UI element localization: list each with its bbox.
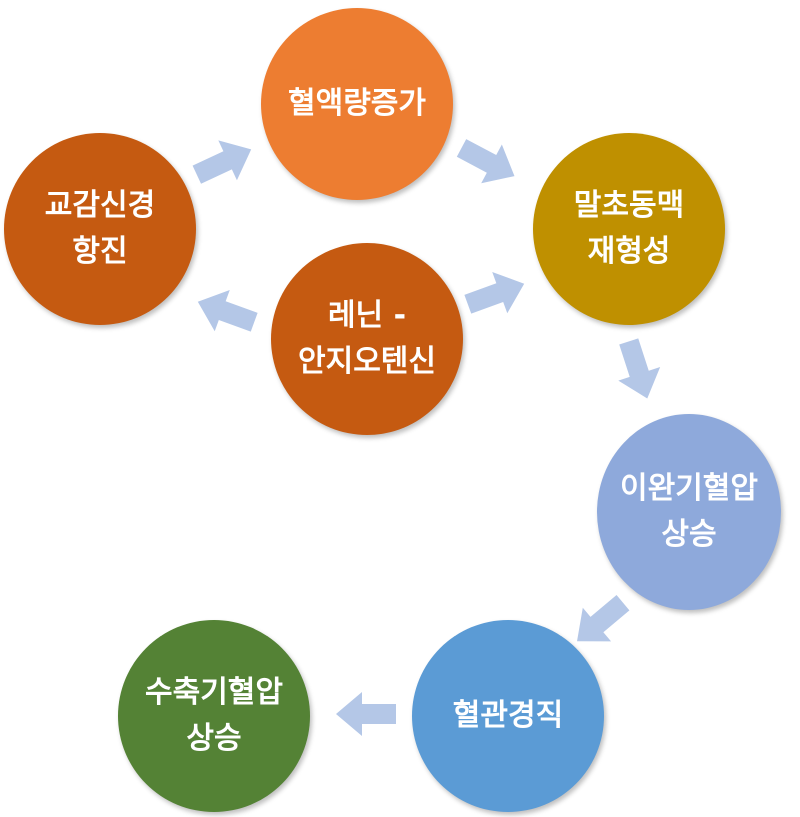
node-sympathetic: 교감신경 항진	[4, 133, 196, 325]
arrow-vasoconstriction-to-systolic	[336, 692, 396, 736]
node-label: 교감신경	[44, 188, 156, 223]
node-label: 항진	[72, 234, 128, 269]
node-renin: 레닌 - 안지오텐신	[271, 243, 463, 435]
node-systolic-bp: 수축기혈압 상승	[118, 620, 310, 812]
node-label: 상승	[186, 721, 242, 756]
arrow-renin-to-sympathetic	[190, 281, 261, 343]
node-vasoconstriction: 혈관경직	[412, 620, 604, 812]
node-label: 혈액량증가	[288, 86, 426, 121]
arrow-shape	[464, 271, 525, 314]
arrow-shape	[456, 139, 515, 184]
node-label: 안지오텐신	[298, 344, 436, 379]
node-diastolic-bp: 이완기혈압 상승	[597, 414, 781, 610]
arrow-peripheral-to-diastolic	[608, 335, 668, 406]
arrow-shape	[336, 692, 396, 736]
arrow-renin-to-peripheral	[460, 263, 531, 325]
arrow-shape	[618, 338, 661, 399]
arrow-diastolic-to-vasoconstriction	[563, 586, 637, 658]
arrow-shape	[197, 289, 258, 332]
node-peripheral-remodeling: 말초동맥 재형성	[533, 133, 725, 325]
node-label: 상승	[661, 517, 717, 552]
node-blood-volume: 혈액량증가	[261, 8, 453, 200]
node-label: 수축기혈압	[145, 675, 283, 710]
arrow-shape	[192, 140, 252, 184]
node-label: 재형성	[587, 234, 671, 269]
node-label: 이완기혈압	[620, 471, 758, 506]
node-label: 혈관경직	[452, 698, 564, 733]
arrow-sympathetic-to-blood-volume	[188, 129, 261, 194]
arrow-shape	[577, 595, 630, 642]
node-label: 레닌 -	[327, 298, 407, 333]
node-label: 말초동맥	[573, 188, 685, 223]
arrow-blood-volume-to-peripheral	[451, 128, 525, 195]
